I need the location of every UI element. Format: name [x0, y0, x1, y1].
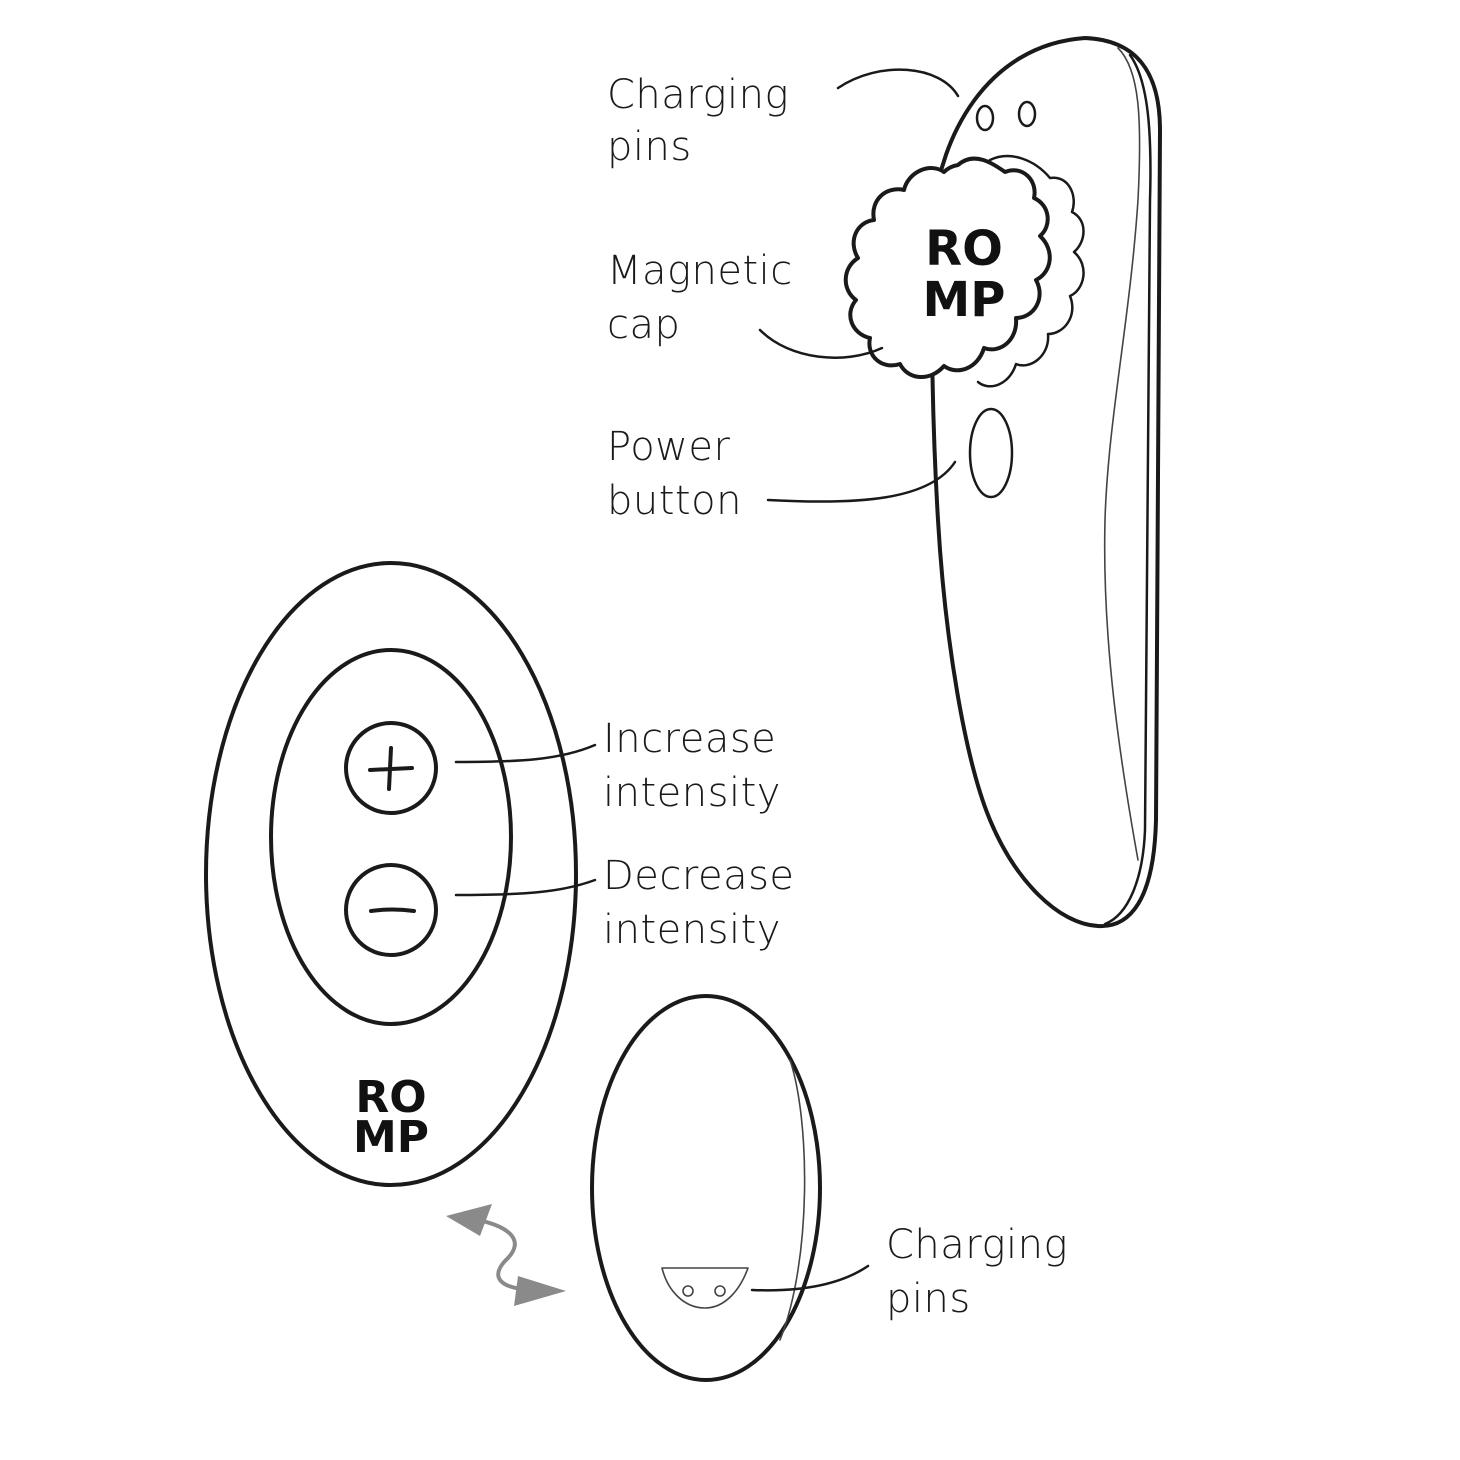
device-charging-pin-right	[1017, 100, 1037, 128]
pod-charging-port	[661, 1267, 749, 1309]
power-button-label-line-1: Power	[607, 424, 730, 470]
decrease-label-line-1: Decrease	[603, 853, 795, 899]
increase-button[interactable]	[344, 721, 438, 815]
magnetic-cap-label-line-2: cap	[607, 302, 680, 348]
decrease-button[interactable]	[344, 863, 438, 957]
power-button[interactable]	[968, 407, 1014, 499]
decrease-leader	[454, 878, 597, 897]
plus-icon	[368, 746, 414, 791]
wireless-arrowhead-right	[514, 1276, 566, 1306]
wireless-connection-icon	[446, 1204, 566, 1306]
charging-pins-label-line-2: pins	[607, 124, 692, 170]
pod-charging-pin-right	[714, 1285, 726, 1297]
power-button-label-line-2: button	[607, 478, 742, 524]
increase-label-line-2: intensity	[603, 770, 781, 816]
pod-charging-pin-left	[682, 1285, 694, 1297]
remote-button-panel	[269, 648, 513, 1026]
remote-control: RO MP	[204, 561, 578, 1187]
cap-logo-line-2: MP	[923, 272, 1006, 328]
decrease-label-line-2: intensity	[603, 907, 781, 953]
pod	[590, 994, 822, 1382]
increase-button-ring	[344, 721, 438, 815]
wireless-squiggle	[466, 1216, 542, 1292]
increase-label-line-1: Increase	[603, 716, 776, 762]
charging-pins-label-line-1: Charging	[607, 72, 789, 118]
device-labels: Charging pins Magnetic cap Power button	[607, 68, 960, 524]
remote-logo-line-1: RO	[355, 1072, 426, 1123]
magnetic-cap[interactable]	[843, 156, 1052, 379]
pod-labels: Charging pins	[750, 1222, 1068, 1322]
device-charging-pin-left	[975, 104, 995, 132]
pod-body	[590, 994, 822, 1382]
power-button-leader	[766, 460, 957, 503]
increase-leader	[454, 743, 597, 764]
device-side-edge	[1103, 53, 1152, 926]
pod-side-curve	[779, 1059, 806, 1341]
pod-charging-pins-leader	[750, 1264, 870, 1292]
charging-pins-leader	[836, 68, 960, 98]
wireless-arrowhead-left	[446, 1204, 492, 1236]
cap-logo-line-1: RO	[925, 221, 1003, 277]
remote-body	[204, 561, 578, 1187]
decrease-button-ring	[344, 863, 438, 957]
main-device: RO MP	[843, 36, 1162, 929]
remote-logo-line-2: MP	[353, 1112, 429, 1163]
pod-charging-pins-label-line-1: Charging	[886, 1222, 1068, 1268]
device-inner-curve	[1103, 47, 1141, 861]
magnetic-cap-leader	[758, 328, 884, 359]
pod-charging-pins-label-line-2: pins	[886, 1276, 971, 1322]
magnetic-cap-label-line-1: Magnetic	[607, 248, 793, 294]
minus-icon	[369, 907, 416, 913]
remote-labels: Increase intensity Decrease intensity	[454, 716, 795, 953]
